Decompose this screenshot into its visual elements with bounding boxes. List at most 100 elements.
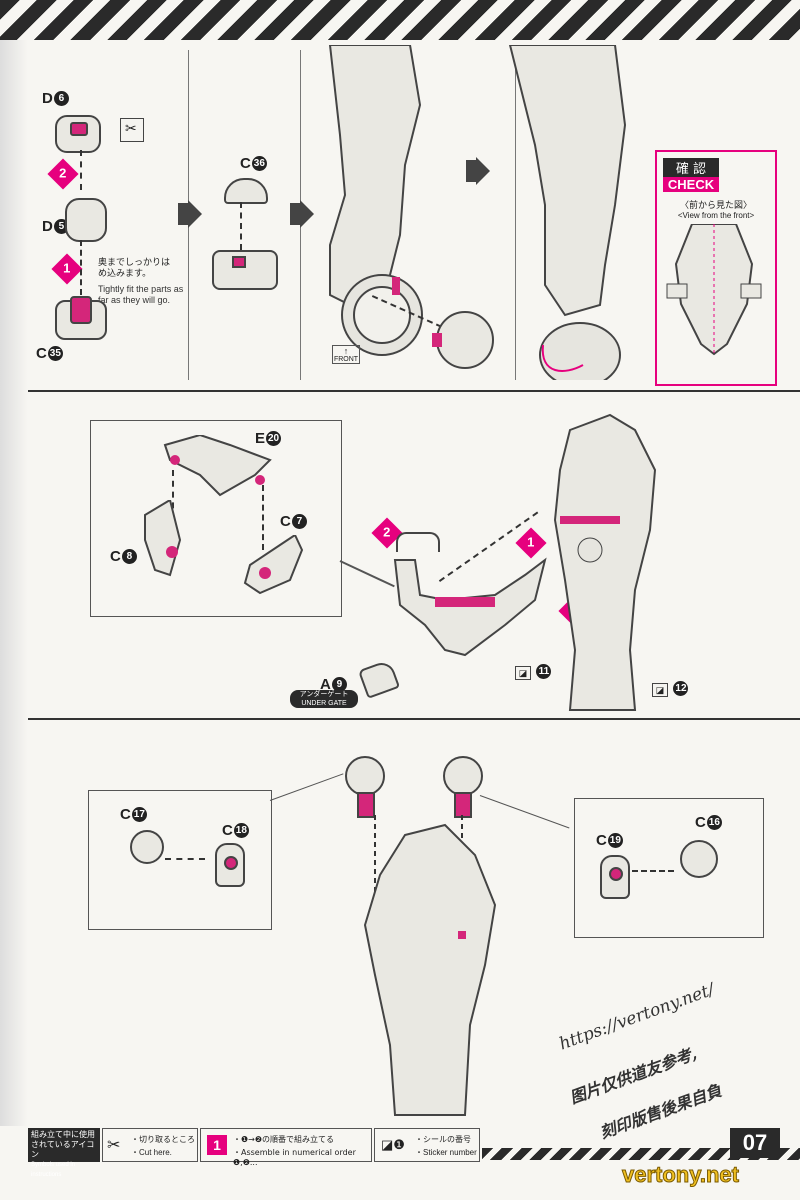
part-d6 [55,115,101,153]
flow-arrow-2 [300,200,314,228]
arrow-d6-to-d5 [80,150,84,190]
legend-title-en: Symbols used in instructions [31,1162,76,1178]
legend-cut: ✂ ・切り取るところ ・Cut here. [102,1128,198,1162]
fit-note-jp: 奥までしっかりはめ込みます。 [98,258,171,279]
check-title-jp: 確 認 [663,158,719,177]
page-number: 07 [730,1128,780,1158]
footer-stripe-band [482,1148,800,1160]
check-caption-en: <View from the front> [677,211,755,220]
legend-cut-jp: ・切り取るところ [131,1135,195,1144]
part-c36 [224,178,268,204]
part-d5 [65,198,107,242]
panel-divider-1 [28,390,800,392]
part-e20 [163,435,272,497]
part-c16 [680,840,718,878]
panel1-divider-c [515,50,516,380]
under-gate-jp: アンダーゲート [299,690,349,698]
arrow-c17-to-c18 [165,858,205,860]
panel-divider-2 [28,718,800,720]
check-front-view-figure [666,224,762,356]
arrow-c8-to-e20 [172,470,176,530]
leg-assembly-figure [328,45,494,369]
arrow-c7-to-e20 [262,485,266,550]
flow-arrow-1-bar [178,203,188,225]
check-box: 確 認 CHECK 〈前から見た図〉 <View from the front> [655,150,777,386]
panel2-subassembly-box [90,420,342,617]
legend-sticker-jp: ・シールの番号 [415,1135,471,1144]
legend-sticker-en: ・Sticker number [415,1148,477,1157]
legend-title: 組み立て中に使用されているアイコン Symbols used in instru… [28,1128,100,1178]
flow-arrow-1 [188,200,202,228]
legend-sticker: ◪❶ ・シールの番号 ・Sticker number [374,1128,480,1162]
rotate-arrow-left [396,532,440,552]
top-stripe-band [0,0,800,40]
right-joint-box [574,798,764,938]
leg-with-joints-figure [363,815,497,1116]
front-indicator: ↑ FRONT [332,345,360,364]
part-c17 [130,830,164,864]
sticker-11-label: 11 [535,664,552,679]
arrow-d5-to-c35 [80,240,84,295]
sticker-11-callout: ◪ 11 [515,663,552,681]
part-c18-socket [224,856,238,870]
callout-line-left [269,773,344,801]
part-d6-socket [70,122,88,136]
arrow-c36-down [240,202,244,250]
sticker-12-label: 12 [673,681,689,696]
under-gate-badge: アンダーゲート UNDER GATE [290,690,358,708]
part-c8 [144,500,182,577]
leg-with-skirt-figure [553,413,657,711]
part-c36-assembled-base [212,250,278,290]
watermark-url: https://vertony.net/ [556,979,718,1055]
sticker-icon: ◪ [515,666,531,680]
joint-ball-right [443,756,483,796]
under-gate-en: UNDER GATE [301,700,347,707]
leg-rotated-figure [508,45,627,380]
flow-arrow-2-bar [290,203,300,225]
part-c19-socket [609,867,623,881]
left-joint-box [88,790,272,930]
part-c35-peg [70,296,92,324]
order-number-icon: 1 [207,1135,227,1155]
step-2-badge: 2 [47,158,79,190]
cut-icon-box: ✂ [120,118,144,142]
legend-order-en: ・Assemble in numerical order ❶,❷... [233,1148,356,1167]
flow-arrow-3-bar [466,160,476,182]
step-1-badge: 1 [51,253,83,285]
legend-order: 1 ・❶→❷の順番で組み立てる ・Assemble in numerical o… [200,1128,372,1167]
part-skirt-assembly [393,557,547,657]
flow-arrow-3 [476,157,490,185]
front-label: FRONT [333,356,359,363]
watermark-site: vertony.net [622,1162,740,1188]
part-c7 [243,535,304,595]
legend-cut-en: ・Cut here. [131,1148,172,1157]
front-indicator-arrow-icon: ↑ [343,346,349,356]
nippers-icon: ✂ [125,120,137,136]
check-title-en: CHECK [663,177,719,192]
icon-legend-footer: 組み立て中に使用されているアイコン Symbols used in instru… [0,1126,800,1178]
nippers-icon: ✂ [107,1137,121,1154]
sticker-12-callout: ◪ 12 [652,680,689,698]
sticker-icon: ◪❶ [381,1137,405,1152]
fit-note-en: Tightly fit the parts as far as they wil… [98,284,184,305]
legend-order-jp: ・❶→❷の順番で組み立てる [233,1135,335,1144]
check-caption-jp: 〈前から見た図〉 [679,201,752,211]
page-gutter [0,40,28,1126]
joint-ball-left [345,756,385,796]
part-a9 [357,659,401,699]
part-c36-assembled-socket [232,256,246,268]
joint-peg-left [357,792,375,818]
sticker-icon: ◪ [652,683,668,697]
arrow-c16-to-c19 [632,870,674,872]
